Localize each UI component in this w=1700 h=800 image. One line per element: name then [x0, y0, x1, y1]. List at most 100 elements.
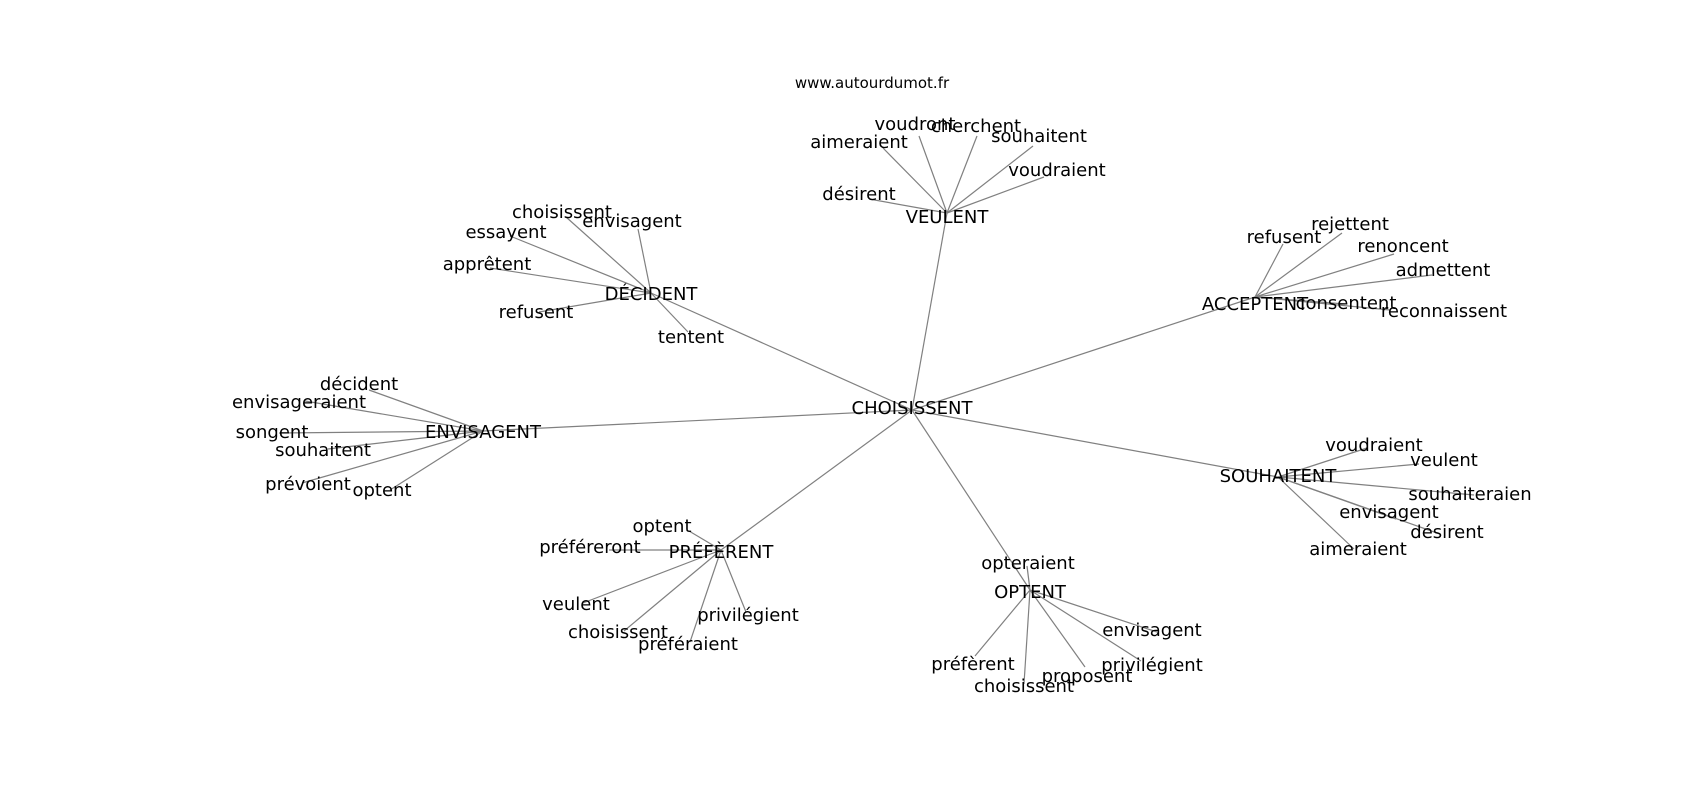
leaf-node-label: désirent — [822, 184, 895, 205]
edge-hub-to-leaf — [1277, 476, 1355, 550]
edge-hub-to-leaf — [278, 430, 484, 434]
leaf-node-label: privilégient — [1101, 655, 1203, 676]
leaf-node-label: envisagent — [1102, 620, 1202, 641]
edge-hub-to-leaf — [946, 145, 1034, 214]
leaf-node-label: veulent — [542, 594, 610, 615]
leaf-node-label: préfèrent — [931, 654, 1014, 675]
leaf-node-label: préféreront — [539, 537, 640, 558]
edge-hub-to-leaf — [974, 589, 1031, 657]
edge-center-to-hub — [482, 409, 913, 432]
edge-hub-to-leaf — [509, 235, 652, 294]
leaf-node-label: envisagent — [582, 211, 682, 232]
leaf-node-label: décident — [320, 374, 398, 395]
hub-node-label: DÉCIDENT — [605, 283, 699, 305]
edge-hub-to-leaf — [565, 216, 652, 294]
edge-hub-to-leaf — [1029, 589, 1142, 662]
leaf-node-label: optent — [632, 516, 691, 537]
edge-center-to-hub — [650, 292, 913, 411]
leaf-node-label: aimeraient — [1309, 539, 1407, 560]
leaf-node-label: choisissent — [568, 622, 668, 643]
edge-hub-to-leaf — [1254, 274, 1433, 298]
leaf-node-label: songent — [236, 422, 309, 443]
edge-hub-to-leaf — [1277, 463, 1420, 478]
edge-center-to-hub — [720, 409, 913, 551]
leaf-node-label: voudront — [875, 114, 956, 135]
hub-node-label: ENVISAGENT — [425, 422, 542, 443]
edge-hub-to-leaf — [946, 176, 1045, 214]
hub-node-label: SOUHAITENT — [1220, 466, 1338, 487]
edge-hub-to-leaf — [1029, 589, 1158, 633]
edge-hub-to-leaf — [489, 267, 652, 294]
leaf-node-label: cherchent — [931, 116, 1021, 137]
leaf-node-label: envisageraient — [232, 392, 366, 413]
edge-hub-to-leaf — [689, 549, 722, 643]
leaf-node-label: désirent — [1410, 522, 1483, 543]
leaf-node-label: admettent — [1396, 260, 1491, 281]
source-url: www.autourdumot.fr — [795, 74, 950, 92]
leaf-node-label: aimeraient — [810, 132, 908, 153]
edge-hub-to-leaf — [1254, 296, 1391, 311]
leaf-node-label: choisissent — [512, 202, 612, 223]
edge-hub-to-leaf — [1254, 243, 1284, 298]
edge-hub-to-leaf — [1029, 589, 1086, 668]
edge-hub-to-leaf — [868, 198, 948, 214]
leaf-node-label: envisagent — [1339, 502, 1439, 523]
edge-hub-to-leaf — [1254, 253, 1395, 298]
hub-node-label: OPTENT — [994, 582, 1067, 603]
edge-hub-to-leaf — [623, 549, 722, 632]
leaf-node-label: privilégient — [697, 605, 799, 626]
graph-labels: www.autourdumot.fr CHOISISSENT VEULENT ai… — [232, 74, 1532, 697]
edge-center-to-hub — [911, 296, 1256, 411]
leaf-node-label: prévoient — [265, 474, 351, 495]
leaf-node-label: préféraient — [638, 634, 738, 655]
edge-hub-to-leaf — [1277, 476, 1475, 496]
edge-hub-to-leaf — [946, 135, 978, 214]
edge-hub-to-leaf — [650, 292, 689, 333]
edge-center-to-hub — [911, 409, 1031, 591]
leaf-node-label: reconnaissent — [1381, 301, 1507, 322]
edge-hub-to-leaf — [882, 147, 948, 214]
edge-center-to-hub — [911, 212, 948, 411]
leaf-node-label: renoncent — [1357, 236, 1448, 257]
leaf-node-label: choisissent — [974, 676, 1074, 697]
edge-hub-to-leaf — [582, 549, 722, 604]
edge-hub-to-leaf — [1277, 476, 1438, 534]
edge-hub-to-leaf — [1254, 232, 1343, 298]
edge-hub-to-leaf — [1023, 589, 1031, 685]
leaf-node-label: opteraient — [981, 553, 1075, 574]
center-node-label: CHOISISSENT — [852, 398, 974, 419]
hub-node-label: VEULENT — [906, 207, 990, 228]
edge-hub-to-leaf — [389, 430, 484, 491]
leaf-node-label: souhaiteraien — [1408, 484, 1531, 505]
leaf-node-label: rejettent — [1311, 214, 1389, 235]
edge-hub-to-leaf — [538, 292, 652, 313]
leaf-node-label: souhaitent — [991, 126, 1087, 147]
leaf-node-label: proposent — [1042, 666, 1133, 687]
hub-node-label: ACCEPTENT — [1202, 294, 1309, 315]
edge-hub-to-leaf — [720, 549, 747, 613]
edge-hub-to-leaf — [1026, 565, 1031, 591]
edge-hub-to-leaf — [368, 389, 484, 432]
edge-hub-to-leaf — [304, 400, 484, 432]
edge-hub-to-leaf — [327, 430, 484, 450]
leaf-node-label: tentent — [658, 327, 724, 348]
leaf-node-label: essayent — [465, 222, 546, 243]
edge-hub-to-leaf — [918, 135, 948, 214]
edge-hub-to-leaf — [1277, 447, 1368, 478]
edge-hub-to-leaf — [688, 530, 722, 551]
leaf-node-label: veulent — [1410, 450, 1478, 471]
leaf-node-label: voudraient — [1325, 435, 1422, 456]
leaf-node-label: consentent — [1296, 293, 1397, 314]
leaf-node-label: refusent — [499, 302, 574, 323]
graph-edges — [278, 135, 1475, 685]
edge-hub-to-leaf — [301, 430, 484, 484]
leaf-node-label: apprêtent — [443, 254, 532, 275]
leaf-node-label: optent — [352, 480, 411, 501]
edge-center-to-hub — [911, 409, 1279, 478]
hub-node-label: PRÉFÈRENT — [669, 541, 775, 563]
leaf-node-label: voudraient — [1008, 160, 1105, 181]
leaf-node-label: refusent — [1247, 227, 1322, 248]
leaf-node-label: souhaitent — [275, 440, 371, 461]
edge-hub-to-leaf — [637, 228, 652, 294]
